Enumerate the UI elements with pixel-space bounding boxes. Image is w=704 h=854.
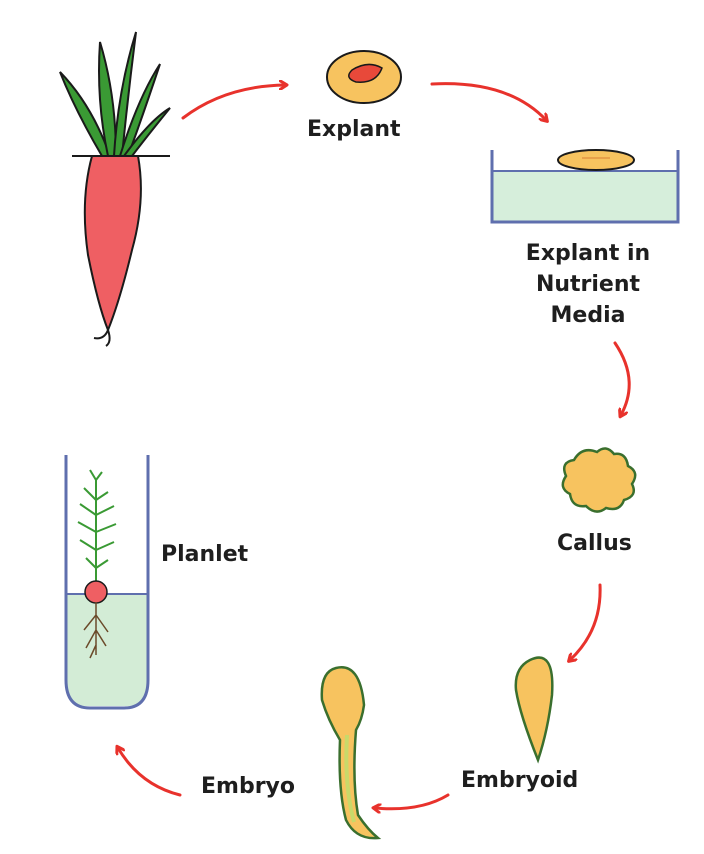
planlet-label: Planlet [161,541,248,568]
callus-label: Callus [557,530,632,557]
carrot-root [85,156,141,330]
explant-on-media [558,150,634,170]
nutrient-media-container-icon [492,150,678,222]
arrow-embryo-to-planlet [118,748,180,795]
test-tube-plantlet-icon [66,455,148,708]
plantlet-bulb [85,581,107,603]
explant-media-label-line1: Explant in [495,238,681,269]
explant-media-label: Explant in Nutrient Media [495,238,681,331]
embryo-label: Embryo [201,773,295,800]
explant-label: Explant [307,116,401,143]
arrow-carrot-to-explant [183,85,285,118]
arrow-media-to-callus [615,343,629,415]
embryoid-icon [516,658,553,760]
carrot-leaves [60,32,170,156]
explant-media-label-line2: Nutrient [495,269,681,300]
embryo-icon [322,667,378,838]
carrot-icon [60,32,170,346]
carrot-root-tip [94,330,110,346]
explant-icon [327,51,401,103]
plantlet-shoot [78,470,116,590]
arrow-explant-to-media [432,84,546,120]
arrow-embryoid-to-embryo [375,795,448,809]
callus-icon [563,448,635,511]
embryoid-label: Embryoid [461,767,578,794]
arrow-callus-to-embryoid [570,585,600,660]
explant-media-label-line3: Media [495,300,681,331]
